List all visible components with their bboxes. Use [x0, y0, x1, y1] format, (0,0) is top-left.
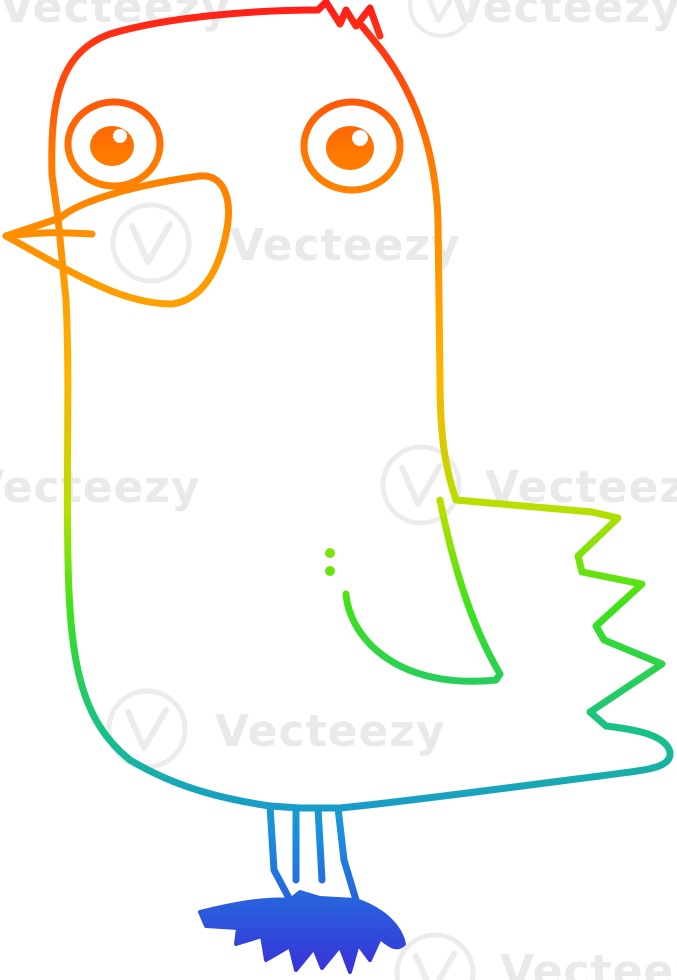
- bird-dot-mark: [325, 548, 335, 558]
- bird-pupil-left: [90, 126, 134, 166]
- bird-eye-shine-left: [113, 129, 127, 143]
- bird-feet: [198, 890, 406, 974]
- bird-eye-shine-right: [352, 130, 368, 146]
- bird-leg-left: [266, 802, 294, 904]
- bird-beak-line: [2, 229, 96, 240]
- bird-eye-left: [64, 98, 164, 190]
- bird-beak: [2, 172, 232, 308]
- bird-crest: [314, 0, 384, 40]
- bird-pupil-right: [326, 126, 374, 170]
- bird-leg-inner-right: [314, 804, 326, 884]
- bird-eye-right: [300, 98, 404, 194]
- bird-leg-right: [334, 804, 360, 904]
- bird-dot-mark: [325, 566, 335, 576]
- bird-wing: [342, 496, 504, 685]
